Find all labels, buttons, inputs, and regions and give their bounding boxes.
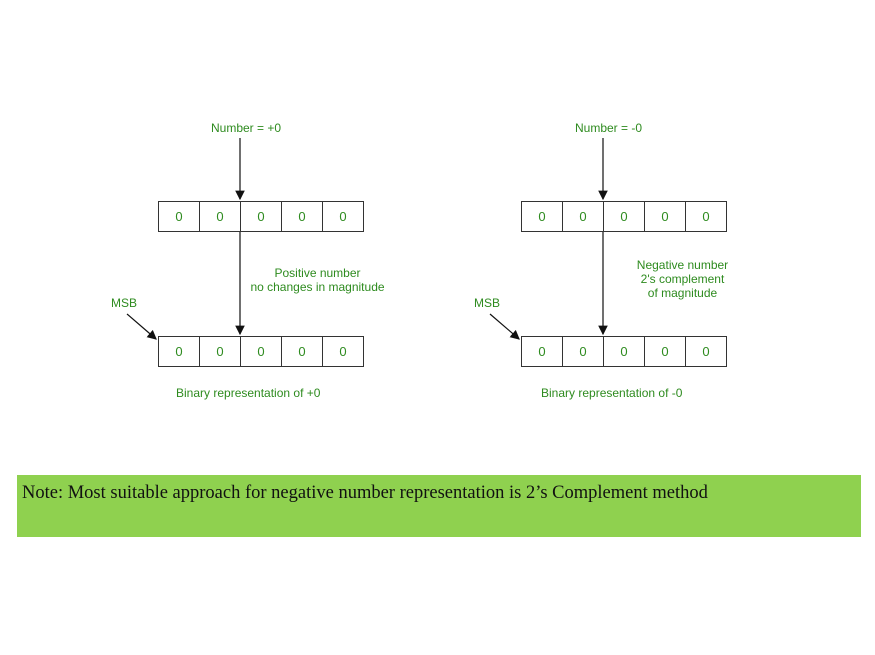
left-bottom-bit: 0	[282, 337, 323, 366]
left-top-bit: 0	[339, 209, 347, 224]
right-msb-label: MSB	[474, 296, 501, 310]
left-top-bit: 0	[241, 202, 282, 231]
right-msb-arrow	[489, 313, 520, 340]
left-top-register: 0 0 0 0 0	[158, 201, 364, 232]
left-msb-label: MSB	[111, 296, 138, 310]
left-number-title: Number = +0	[211, 121, 282, 135]
left-bottom-bit: 0	[339, 344, 347, 359]
right-bottom-bit: 0	[645, 337, 686, 366]
note-banner: Note: Most suitable approach for negativ…	[17, 475, 861, 537]
right-top-bit: 0	[563, 202, 604, 231]
right-caption: Binary representation of -0	[541, 386, 683, 400]
left-caption: Binary representation of +0	[176, 386, 321, 400]
right-top-register: 0 0 0 0 0	[521, 201, 727, 232]
right-bottom-bit: 0	[702, 344, 710, 359]
right-top-bit: 0	[645, 202, 686, 231]
left-bottom-register: 0 0 0 0 0	[158, 336, 364, 367]
left-bottom-bit: 0	[241, 337, 282, 366]
right-middle-line-1: Negative number	[636, 258, 729, 272]
left-top-bit: 0	[282, 202, 323, 231]
left-top-bit: 0	[159, 202, 200, 231]
right-bottom-bit: 0	[522, 337, 563, 366]
right-top-bit: 0	[702, 209, 710, 224]
right-top-bit: 0	[604, 202, 645, 231]
left-top-bit: 0	[200, 202, 241, 231]
left-bottom-bit: 0	[200, 337, 241, 366]
right-middle-line-3: of magnitude	[647, 286, 718, 300]
right-bottom-bit: 0	[604, 337, 645, 366]
left-msb-arrow	[126, 313, 157, 340]
left-middle-line-2: no changes in magnitude	[250, 280, 385, 294]
left-bottom-bit: 0	[159, 337, 200, 366]
right-middle-line-2: 2's complement	[640, 272, 725, 286]
right-bottom-register: 0 0 0 0 0	[521, 336, 727, 367]
right-bottom-bit: 0	[563, 337, 604, 366]
right-top-bit: 0	[522, 202, 563, 231]
note-text: Note: Most suitable approach for negativ…	[22, 483, 708, 503]
right-number-title: Number = -0	[575, 121, 643, 135]
left-middle-line-1: Positive number	[274, 266, 361, 280]
